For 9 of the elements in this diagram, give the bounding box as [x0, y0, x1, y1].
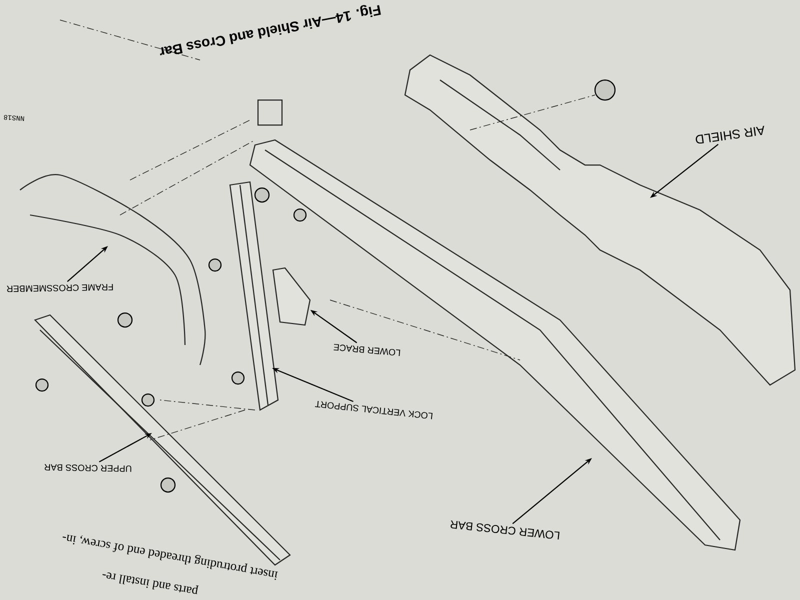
part-label: AIR SHIELD [696, 126, 764, 144]
part-label: LOCK VERTICAL SUPPORT [314, 400, 432, 420]
part-label: LOWER BRACE [334, 344, 400, 356]
figure-title: Fig. 14—Air Shield and Cross Bar [160, 5, 381, 56]
body-text: parts and install re- [102, 572, 199, 594]
part-label: LOWER CROSS BAR [450, 520, 560, 540]
part-label: UPPER CROSS BAR [44, 464, 132, 472]
part-label: FRAME CROSSMEMBER [6, 284, 113, 292]
brace-plate [272, 267, 311, 326]
